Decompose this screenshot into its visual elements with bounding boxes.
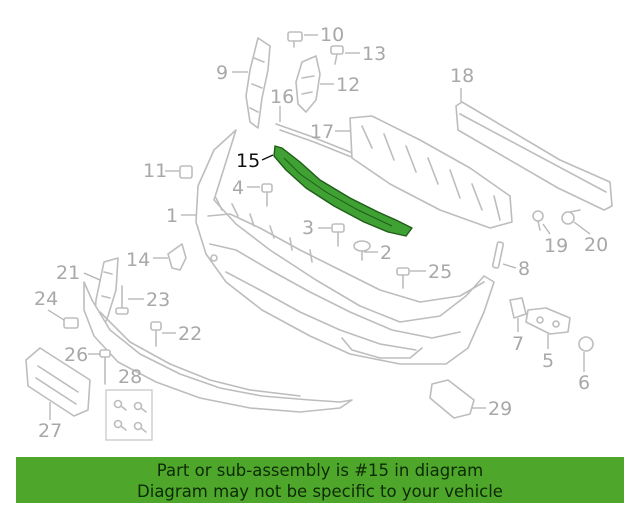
callout-3[interactable]: 3 <box>302 217 314 239</box>
banner-line-1: Part or sub-assembly is #15 in diagram <box>156 461 484 480</box>
part-1-bumper-cover <box>195 129 495 365</box>
part-22-screw <box>150 321 162 347</box>
part-8-pin <box>491 241 505 269</box>
callout-19[interactable]: 19 <box>544 235 568 257</box>
callout-26[interactable]: 26 <box>64 344 88 366</box>
callout-11[interactable]: 11 <box>143 160 167 182</box>
part-17-absorber <box>349 115 513 229</box>
part-27-plate-bracket <box>25 347 91 417</box>
leader-19 <box>542 223 551 235</box>
lower-deflector <box>83 281 353 413</box>
callout-6[interactable]: 6 <box>578 372 590 394</box>
leader-24 <box>47 309 65 321</box>
callout-25[interactable]: 25 <box>428 261 452 283</box>
parts-diagram: 9 10 13 12 16 17 18 15 <box>25 24 613 442</box>
info-banner: Part or sub-assembly is #15 in diagram D… <box>16 457 624 503</box>
part-26-screw <box>99 349 111 385</box>
callout-10[interactable]: 10 <box>320 24 344 46</box>
callout-29[interactable]: 29 <box>488 398 512 420</box>
part-13-bolt <box>330 45 344 65</box>
part-19-clip <box>532 210 544 231</box>
leader-8 <box>502 263 517 269</box>
part-9-bracket <box>245 37 271 129</box>
callout-13[interactable]: 13 <box>362 43 386 65</box>
part-2-clip <box>353 240 371 261</box>
part-29-module <box>429 379 475 419</box>
callout-1[interactable]: 1 <box>166 205 178 227</box>
callout-17[interactable]: 17 <box>310 121 334 143</box>
part-14-bracket <box>167 243 187 271</box>
callout-12[interactable]: 12 <box>336 74 360 96</box>
part-3-screw <box>331 223 345 247</box>
part-4-screw <box>261 183 273 207</box>
part-11-clip <box>179 165 193 179</box>
callout-18[interactable]: 18 <box>450 65 474 87</box>
banner-line-2: Diagram may not be specific to your vehi… <box>137 482 503 501</box>
part-12-bracket <box>295 55 321 113</box>
callout-28[interactable]: 28 <box>118 366 142 388</box>
part-7-bracket <box>509 297 527 319</box>
part-10-bolt <box>287 31 303 48</box>
part-23-screw <box>115 285 129 315</box>
leader-21 <box>83 272 101 281</box>
callout-27[interactable]: 27 <box>38 420 62 442</box>
callout-2[interactable]: 2 <box>380 242 392 264</box>
callout-4[interactable]: 4 <box>232 177 244 199</box>
part-18-beam <box>455 101 613 211</box>
callout-22[interactable]: 22 <box>178 323 202 345</box>
callout-23[interactable]: 23 <box>146 289 170 311</box>
callout-14[interactable]: 14 <box>126 249 150 271</box>
callout-16[interactable]: 16 <box>270 86 294 108</box>
part-6-sensor <box>578 336 594 352</box>
callout-7[interactable]: 7 <box>512 333 524 355</box>
callout-5[interactable]: 5 <box>542 350 554 372</box>
callout-8[interactable]: 8 <box>518 258 530 280</box>
part-20-clip <box>561 209 581 225</box>
callout-9[interactable]: 9 <box>216 62 228 84</box>
part-25-screw <box>396 267 410 289</box>
part-28-fastener-kit <box>105 389 153 441</box>
part-5-sensor-bracket <box>525 307 571 335</box>
callout-24[interactable]: 24 <box>34 288 58 310</box>
callout-21[interactable]: 21 <box>56 262 80 284</box>
leader-20 <box>573 221 591 235</box>
callout-20[interactable]: 20 <box>584 234 608 256</box>
part-15-bracket-highlighted[interactable] <box>273 145 413 237</box>
part-24-clip <box>63 317 79 329</box>
leader-15 <box>261 154 274 161</box>
callout-15[interactable]: 15 <box>236 150 260 172</box>
